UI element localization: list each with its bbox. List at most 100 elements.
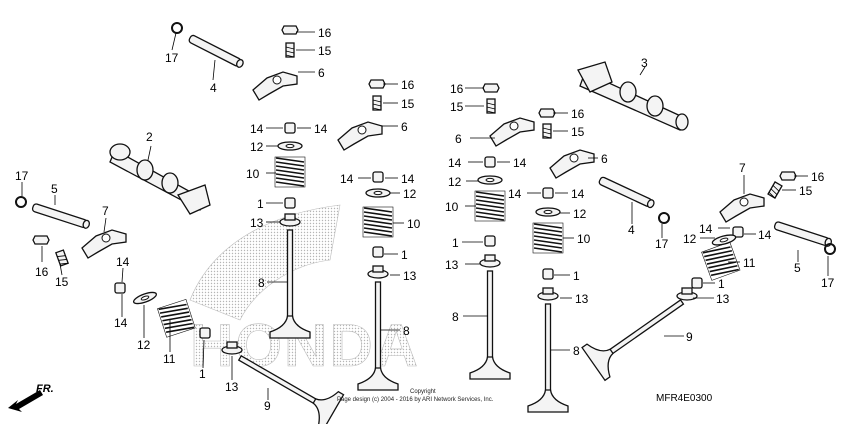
callout-14: 14 xyxy=(513,156,527,170)
keeper-14-col2 xyxy=(372,171,384,183)
spring-10-col3 xyxy=(474,190,506,222)
callout-16: 16 xyxy=(450,82,464,96)
callout-7: 7 xyxy=(739,161,746,175)
keeper-1-lower-left xyxy=(199,327,211,339)
nut-16-col3 xyxy=(482,83,500,93)
callout-5: 5 xyxy=(51,182,58,196)
callout-labels: 17 4 16 15 6 3 16 15 6 16 15 16 15 6 6 2… xyxy=(15,26,835,413)
callout-3: 3 xyxy=(641,56,648,70)
callout-15: 15 xyxy=(318,44,332,58)
rocker-shaft-4-top xyxy=(187,33,246,69)
callout-12: 12 xyxy=(250,140,264,154)
rocker-shaft-5-left xyxy=(31,202,91,230)
seat-13-col2 xyxy=(367,265,389,279)
callout-12: 12 xyxy=(448,175,462,189)
callout-6: 6 xyxy=(455,132,462,146)
callout-14: 14 xyxy=(114,316,128,330)
front-arrow-icon xyxy=(8,390,43,412)
callout-1: 1 xyxy=(573,269,580,283)
callout-12: 12 xyxy=(573,207,587,221)
callout-17: 17 xyxy=(821,276,835,290)
callout-9: 9 xyxy=(264,399,271,413)
nut-16-left xyxy=(32,235,50,245)
oring-17-top xyxy=(171,22,183,34)
callout-1: 1 xyxy=(452,236,459,250)
callout-14: 14 xyxy=(508,187,522,201)
callout-6: 6 xyxy=(601,152,608,166)
callout-6: 6 xyxy=(401,120,408,134)
callout-6: 6 xyxy=(318,66,325,80)
callout-17: 17 xyxy=(655,237,669,251)
seat-13-col4 xyxy=(537,287,559,301)
callout-14: 14 xyxy=(401,172,415,186)
callout-16: 16 xyxy=(811,170,825,184)
callout-14: 14 xyxy=(116,255,130,269)
rocker-shaft-4-right xyxy=(597,175,656,210)
spring-10-col1 xyxy=(274,156,306,188)
nut-16-top xyxy=(281,25,299,35)
callout-16: 16 xyxy=(35,265,49,279)
callout-13: 13 xyxy=(250,216,264,230)
callout-13: 13 xyxy=(225,380,239,394)
keeper-14-col3 xyxy=(484,156,496,168)
callout-9: 9 xyxy=(686,330,693,344)
retainer-12-col3 xyxy=(477,175,503,185)
callout-2: 2 xyxy=(146,130,153,144)
callout-11: 11 xyxy=(163,352,176,366)
callout-15: 15 xyxy=(450,100,464,114)
spring-10-col4 xyxy=(532,222,564,254)
nut-16-right xyxy=(779,171,797,181)
rocker-arm-6-top xyxy=(252,71,298,101)
keeper-1-col4 xyxy=(542,268,554,280)
callout-8: 8 xyxy=(403,324,410,338)
honda-watermark-text: HONDA xyxy=(190,312,420,379)
callout-4: 4 xyxy=(210,81,217,95)
callout-13: 13 xyxy=(716,292,730,306)
bolt-15-col3 xyxy=(486,98,496,114)
spring-10-col2 xyxy=(362,206,394,238)
bolt-15-left xyxy=(55,249,69,267)
front-direction-label: FR. xyxy=(36,383,54,395)
valve-8-col4 xyxy=(527,303,569,413)
diagram-code: MFR4E0300 xyxy=(656,393,713,404)
callout-10: 10 xyxy=(577,232,591,246)
callout-10: 10 xyxy=(407,217,421,231)
callout-14: 14 xyxy=(758,228,772,242)
retainer-12-lower-left xyxy=(131,289,159,307)
callout-1: 1 xyxy=(199,367,206,381)
oring-17-left xyxy=(15,196,27,208)
callout-17: 17 xyxy=(15,169,29,183)
camshaft-3 xyxy=(577,61,689,131)
keeper-1-col1 xyxy=(284,197,296,209)
callout-14: 14 xyxy=(571,187,585,201)
retainer-12-col1 xyxy=(277,141,303,151)
callout-15: 15 xyxy=(571,125,585,139)
rocker-arm-6-col4 xyxy=(549,149,595,179)
callout-14: 14 xyxy=(340,172,354,186)
bolt-15-col2 xyxy=(372,95,382,111)
copyright-notice: Page design (c) 2004 - 2016 by ARI Netwo… xyxy=(337,397,494,403)
rocker-arm-6-col2 xyxy=(337,121,383,151)
callout-14: 14 xyxy=(314,122,328,136)
callout-1: 1 xyxy=(718,277,725,291)
keeper-1-col3 xyxy=(484,235,496,247)
copyright-title: Copyright xyxy=(410,389,436,395)
callout-11: 11 xyxy=(743,256,756,270)
callout-16: 16 xyxy=(571,107,585,121)
callout-10: 10 xyxy=(445,200,459,214)
retainer-12-right xyxy=(710,232,738,248)
rocker-arm-6-col3 xyxy=(489,117,535,147)
leader-lines xyxy=(21,31,829,400)
callout-15: 15 xyxy=(401,97,415,111)
callout-14: 14 xyxy=(448,156,462,170)
callout-8: 8 xyxy=(573,344,580,358)
callout-1: 1 xyxy=(257,197,264,211)
callout-8: 8 xyxy=(452,310,459,324)
bolt-15-top xyxy=(285,42,295,58)
callout-15: 15 xyxy=(55,275,69,289)
callout-13: 13 xyxy=(445,258,459,272)
keeper-14-lower-left xyxy=(114,282,126,294)
retainer-12-col4 xyxy=(535,207,561,217)
retainer-12-col2 xyxy=(365,188,391,198)
